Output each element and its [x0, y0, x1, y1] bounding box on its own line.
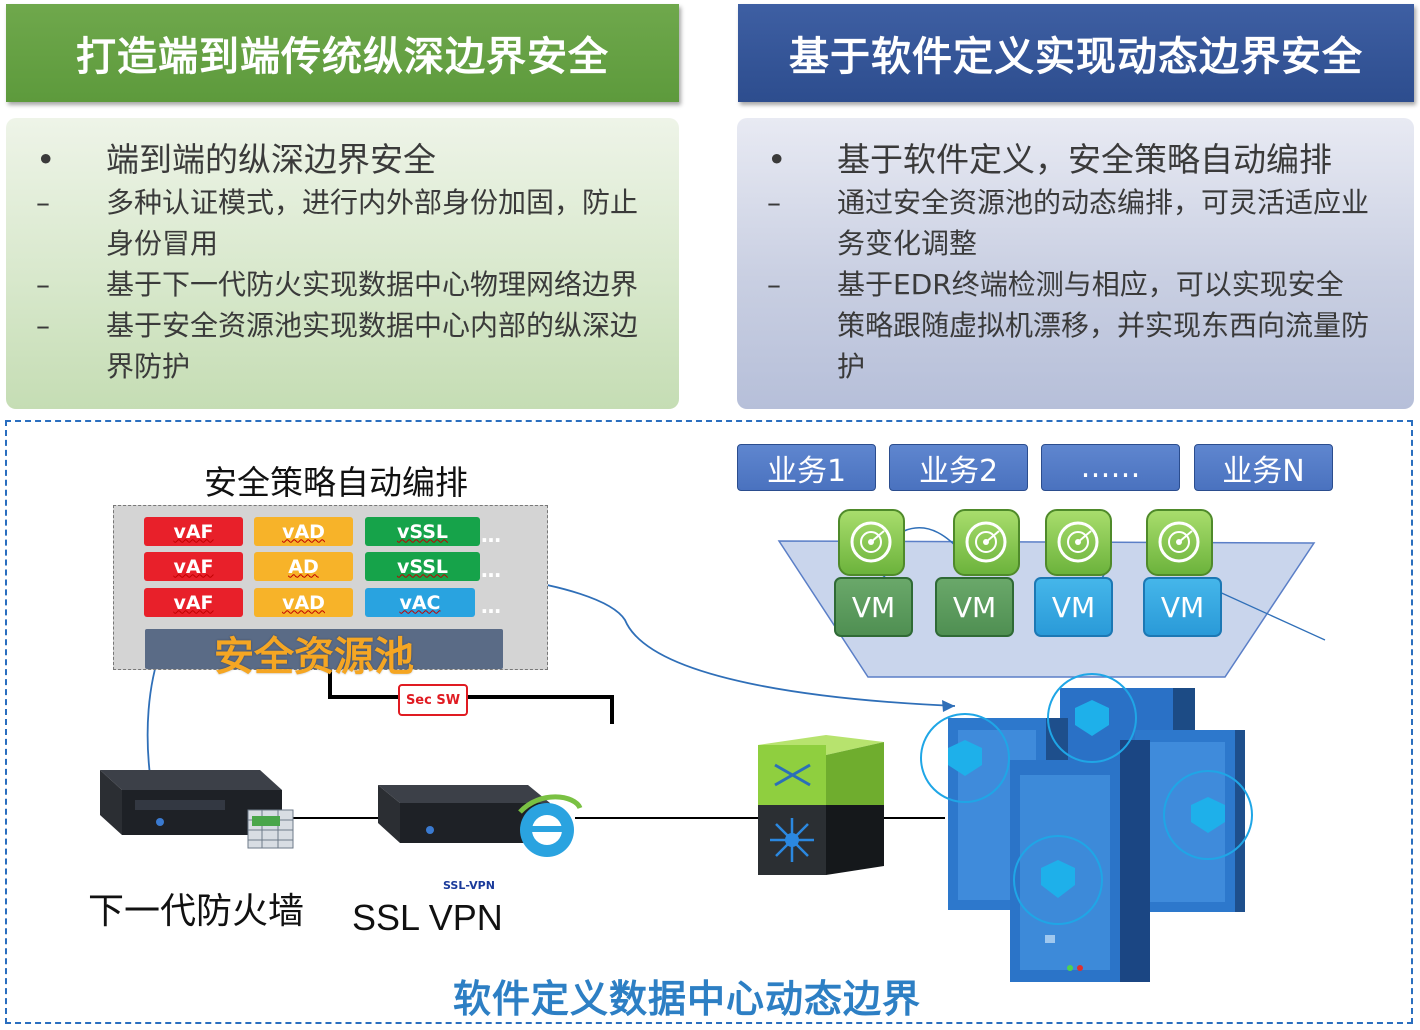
- right-item-1: – 通过安全资源池的动态编排，可灵活适应业 务变化调整: [757, 182, 1394, 264]
- left-description-panel: • 端到端的纵深边界安全 – 多种认证模式，进行内外部身份加固，防止 身份冒用 …: [6, 118, 679, 409]
- firewall-label: 下一代防火墙: [88, 891, 305, 932]
- dash-icon: –: [767, 186, 781, 219]
- dash-icon: –: [36, 309, 50, 342]
- resource-pool-label: 安全资源池: [214, 634, 414, 680]
- left-bullet-text: 端到端的纵深边界安全: [106, 140, 436, 179]
- edr-agent-icon: [838, 509, 905, 576]
- service-1-button[interactable]: 业务1: [737, 444, 876, 491]
- left-item-1: – 多种认证模式，进行内外部身份加固，防止 身份冒用: [26, 182, 659, 264]
- left-item-3-line-2: 界防护: [106, 350, 191, 383]
- left-bullet: • 端到端的纵深边界安全: [26, 138, 659, 182]
- core-switch-icon: [758, 735, 884, 875]
- ssl-vpn-appliance-icon: [378, 785, 583, 857]
- vm-box[interactable]: VM: [1143, 577, 1222, 637]
- secsw-link-line: [328, 670, 614, 724]
- ssl-vpn-small-label: SSL-VPN: [443, 879, 495, 892]
- right-bullet-text: 基于软件定义，安全策略自动编排: [837, 140, 1332, 179]
- dash-icon: –: [36, 268, 50, 301]
- vad-tile[interactable]: vAD: [254, 588, 353, 617]
- right-bullet: • 基于软件定义，安全策略自动编排: [757, 138, 1394, 182]
- resource-pool-bar: [145, 629, 503, 669]
- edr-agent-icon: [953, 509, 1020, 576]
- right-header-title: 基于软件定义实现动态边界安全: [789, 34, 1363, 80]
- service-n-button[interactable]: 业务N: [1194, 444, 1333, 491]
- vm-box[interactable]: VM: [834, 577, 913, 637]
- firewall-appliance-icon: [100, 770, 294, 849]
- left-item-3: – 基于安全资源池实现数据中心内部的纵深边 界防护: [26, 305, 659, 387]
- right-header-banner: 基于软件定义实现动态边界安全: [738, 4, 1414, 102]
- vaf-tile[interactable]: vAF: [144, 588, 243, 617]
- edr-agent-icon: [1045, 509, 1112, 576]
- vm-box[interactable]: VM: [1034, 577, 1113, 637]
- policy-orchestration-title: 安全策略自动编排: [204, 463, 468, 502]
- service-more-button[interactable]: ……: [1041, 444, 1180, 491]
- right-item-1-text: 通过安全资源池的动态编排，可灵活适应业 务变化调整: [837, 182, 1369, 264]
- dash-icon: –: [767, 268, 781, 301]
- vac-tile[interactable]: vAC: [365, 588, 475, 617]
- right-item-2: – 基于EDR终端检测与相应，可以实现安全 策略跟随虚拟机漂移，并实现东西向流量…: [757, 264, 1394, 387]
- left-item-3-line-1: 基于安全资源池实现数据中心内部的纵深边: [106, 309, 639, 342]
- left-header-title: 打造端到端传统纵深边界安全: [76, 34, 609, 80]
- more-ellipsis: …: [481, 523, 501, 547]
- diagram-footer-title: 软件定义数据中心动态边界: [453, 977, 922, 1021]
- left-item-1-line-1: 多种认证模式，进行内外部身份加固，防止: [106, 186, 639, 219]
- right-item-2-line-2: 策略跟随虚拟机漂移，并实现东西向流量防: [837, 309, 1370, 342]
- vad-tile[interactable]: vAD: [254, 517, 353, 546]
- sec-switch-badge: Sec SW: [398, 684, 468, 716]
- right-item-2-line-3: 护: [837, 350, 866, 383]
- right-item-2-line-1: 基于EDR终端检测与相应，可以实现安全: [837, 268, 1344, 301]
- left-header-banner: 打造端到端传统纵深边界安全: [6, 4, 679, 102]
- left-item-2-text: 基于下一代防火实现数据中心物理网络边界: [106, 268, 639, 301]
- bullet-dot-icon: •: [36, 140, 56, 179]
- left-item-1-line-2: 身份冒用: [106, 227, 219, 260]
- right-item-1-line-1: 通过安全资源池的动态编排，可灵活适应业: [837, 186, 1370, 219]
- bullet-dot-icon: •: [767, 140, 787, 179]
- vssl-tile[interactable]: vSSL: [365, 517, 480, 546]
- dash-icon: –: [36, 186, 50, 219]
- diagram-frame: [5, 420, 1413, 1024]
- vm-migrate-line: [1214, 589, 1326, 641]
- right-description-panel: • 基于软件定义，安全策略自动编排 – 通过安全资源池的动态编排，可灵活适应业 …: [737, 118, 1414, 409]
- vm-box[interactable]: VM: [935, 577, 1014, 637]
- vad-tile[interactable]: AD: [254, 552, 353, 581]
- left-item-1-text: 多种认证模式，进行内外部身份加固，防止 身份冒用: [106, 182, 638, 264]
- more-ellipsis: …: [481, 558, 501, 582]
- vaf-tile[interactable]: vAF: [144, 517, 243, 546]
- left-item-3-text: 基于安全资源池实现数据中心内部的纵深边 界防护: [106, 305, 638, 387]
- edr-agent-icon: [1146, 509, 1213, 576]
- vaf-tile[interactable]: vAF: [144, 552, 243, 581]
- more-ellipsis: …: [481, 594, 501, 618]
- vssl-tile[interactable]: vSSL: [365, 552, 480, 581]
- service-2-button[interactable]: 业务2: [889, 444, 1028, 491]
- right-item-2-text: 基于EDR终端检测与相应，可以实现安全 策略跟随虚拟机漂移，并实现东西向流量防 …: [837, 264, 1369, 387]
- arrowhead-icon: [942, 700, 955, 712]
- server-cluster: [920, 673, 1253, 982]
- ssl-vpn-label: SSL VPN: [352, 897, 503, 938]
- left-item-2: – 基于下一代防火实现数据中心物理网络边界: [26, 264, 659, 305]
- right-item-1-line-2: 务变化调整: [837, 227, 978, 260]
